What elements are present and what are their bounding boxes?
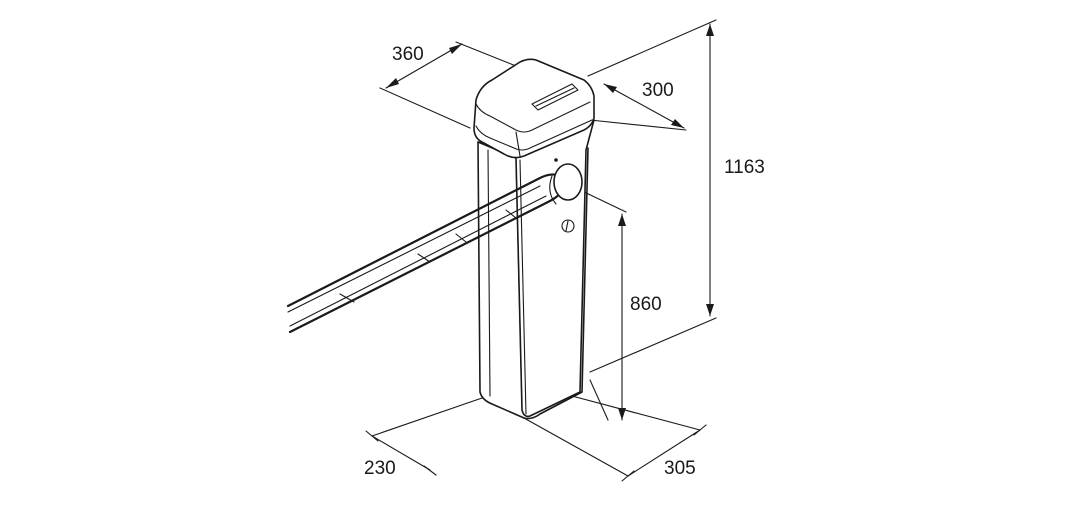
dim-total-height-label: 1163 (724, 157, 765, 178)
base-dimension-lines (365, 379, 707, 482)
dimension-labels: 360 300 1163 860 230 305 (364, 44, 765, 479)
top-dimension-lines (379, 41, 687, 131)
dim-base-depth-label: 305 (664, 458, 696, 479)
height-dimension-lines (579, 19, 717, 421)
dim-base-width-label: 230 (364, 458, 396, 479)
barrier-arm (286, 158, 583, 334)
dim-arm-height-label: 860 (630, 294, 662, 315)
barrier-top-cap (473, 58, 595, 159)
dim-top-width-label: 360 (392, 44, 424, 65)
dim-top-depth-label: 300 (642, 80, 674, 101)
barrier-column (477, 119, 595, 420)
key-lock-icon (561, 219, 575, 233)
